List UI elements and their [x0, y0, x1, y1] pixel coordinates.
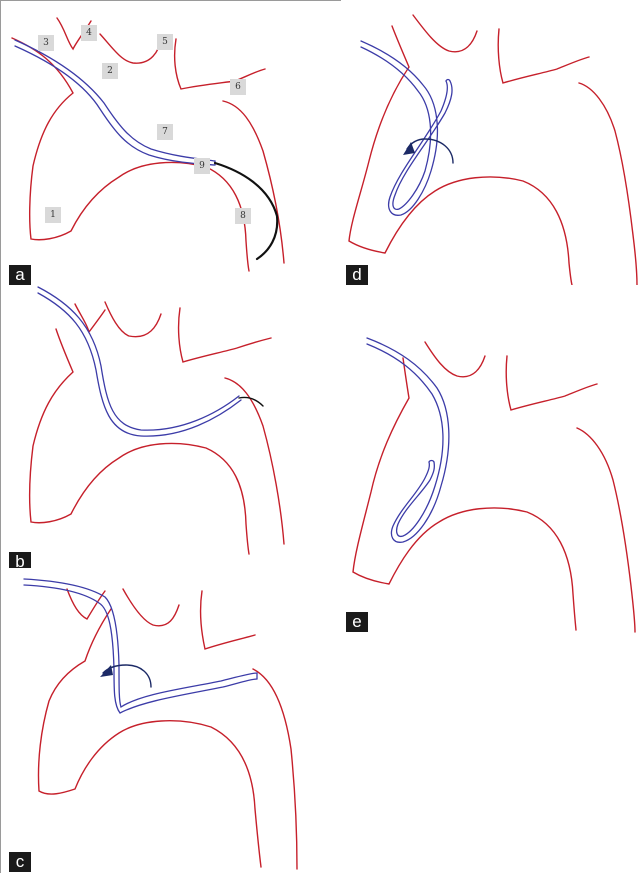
panel-c-label: c: [9, 852, 31, 872]
marker-8: 8: [235, 208, 251, 224]
marker-3: 3: [38, 35, 54, 51]
panel-e-label: e: [346, 612, 368, 632]
panel-c-arrowhead: [100, 665, 113, 677]
panel-c-catheter: [24, 579, 257, 713]
marker-2: 2: [102, 63, 118, 79]
marker-4: 4: [81, 25, 97, 41]
marker-9: 9: [194, 158, 210, 174]
panel-d-diagram: [341, 1, 642, 285]
marker-5: 5: [157, 34, 173, 50]
panel-a-label: a: [9, 265, 31, 285]
panel-e-diagram: [341, 316, 642, 636]
panel-b-guidewire: [239, 397, 263, 406]
panel-a-catheter: [15, 40, 215, 165]
panel-d-label: d: [346, 265, 368, 285]
marker-6: 6: [230, 79, 246, 95]
panel-d-arrowhead: [403, 142, 415, 155]
panel-c-diagram: [1, 569, 322, 873]
panel-c: c: [1, 569, 322, 873]
panel-e: e: [341, 316, 642, 636]
panel-b-aorta-outline: [30, 302, 284, 554]
panel-a: 1 2 3 4 5 6 7 8 9 a: [1, 1, 322, 285]
panel-a-aorta-outline: [12, 18, 284, 271]
panel-b: b: [1, 286, 322, 568]
panel-e-catheter: [367, 338, 449, 542]
panel-b-diagram: [1, 286, 322, 568]
panel-b-label: b: [9, 552, 31, 568]
panel-d: d: [341, 1, 642, 285]
panel-d-aorta-outline: [349, 15, 637, 285]
panel-c-aorta-outline: [38, 589, 297, 869]
marker-7: 7: [157, 124, 173, 140]
marker-1: 1: [45, 207, 61, 223]
panel-e-aorta-outline: [353, 342, 635, 632]
